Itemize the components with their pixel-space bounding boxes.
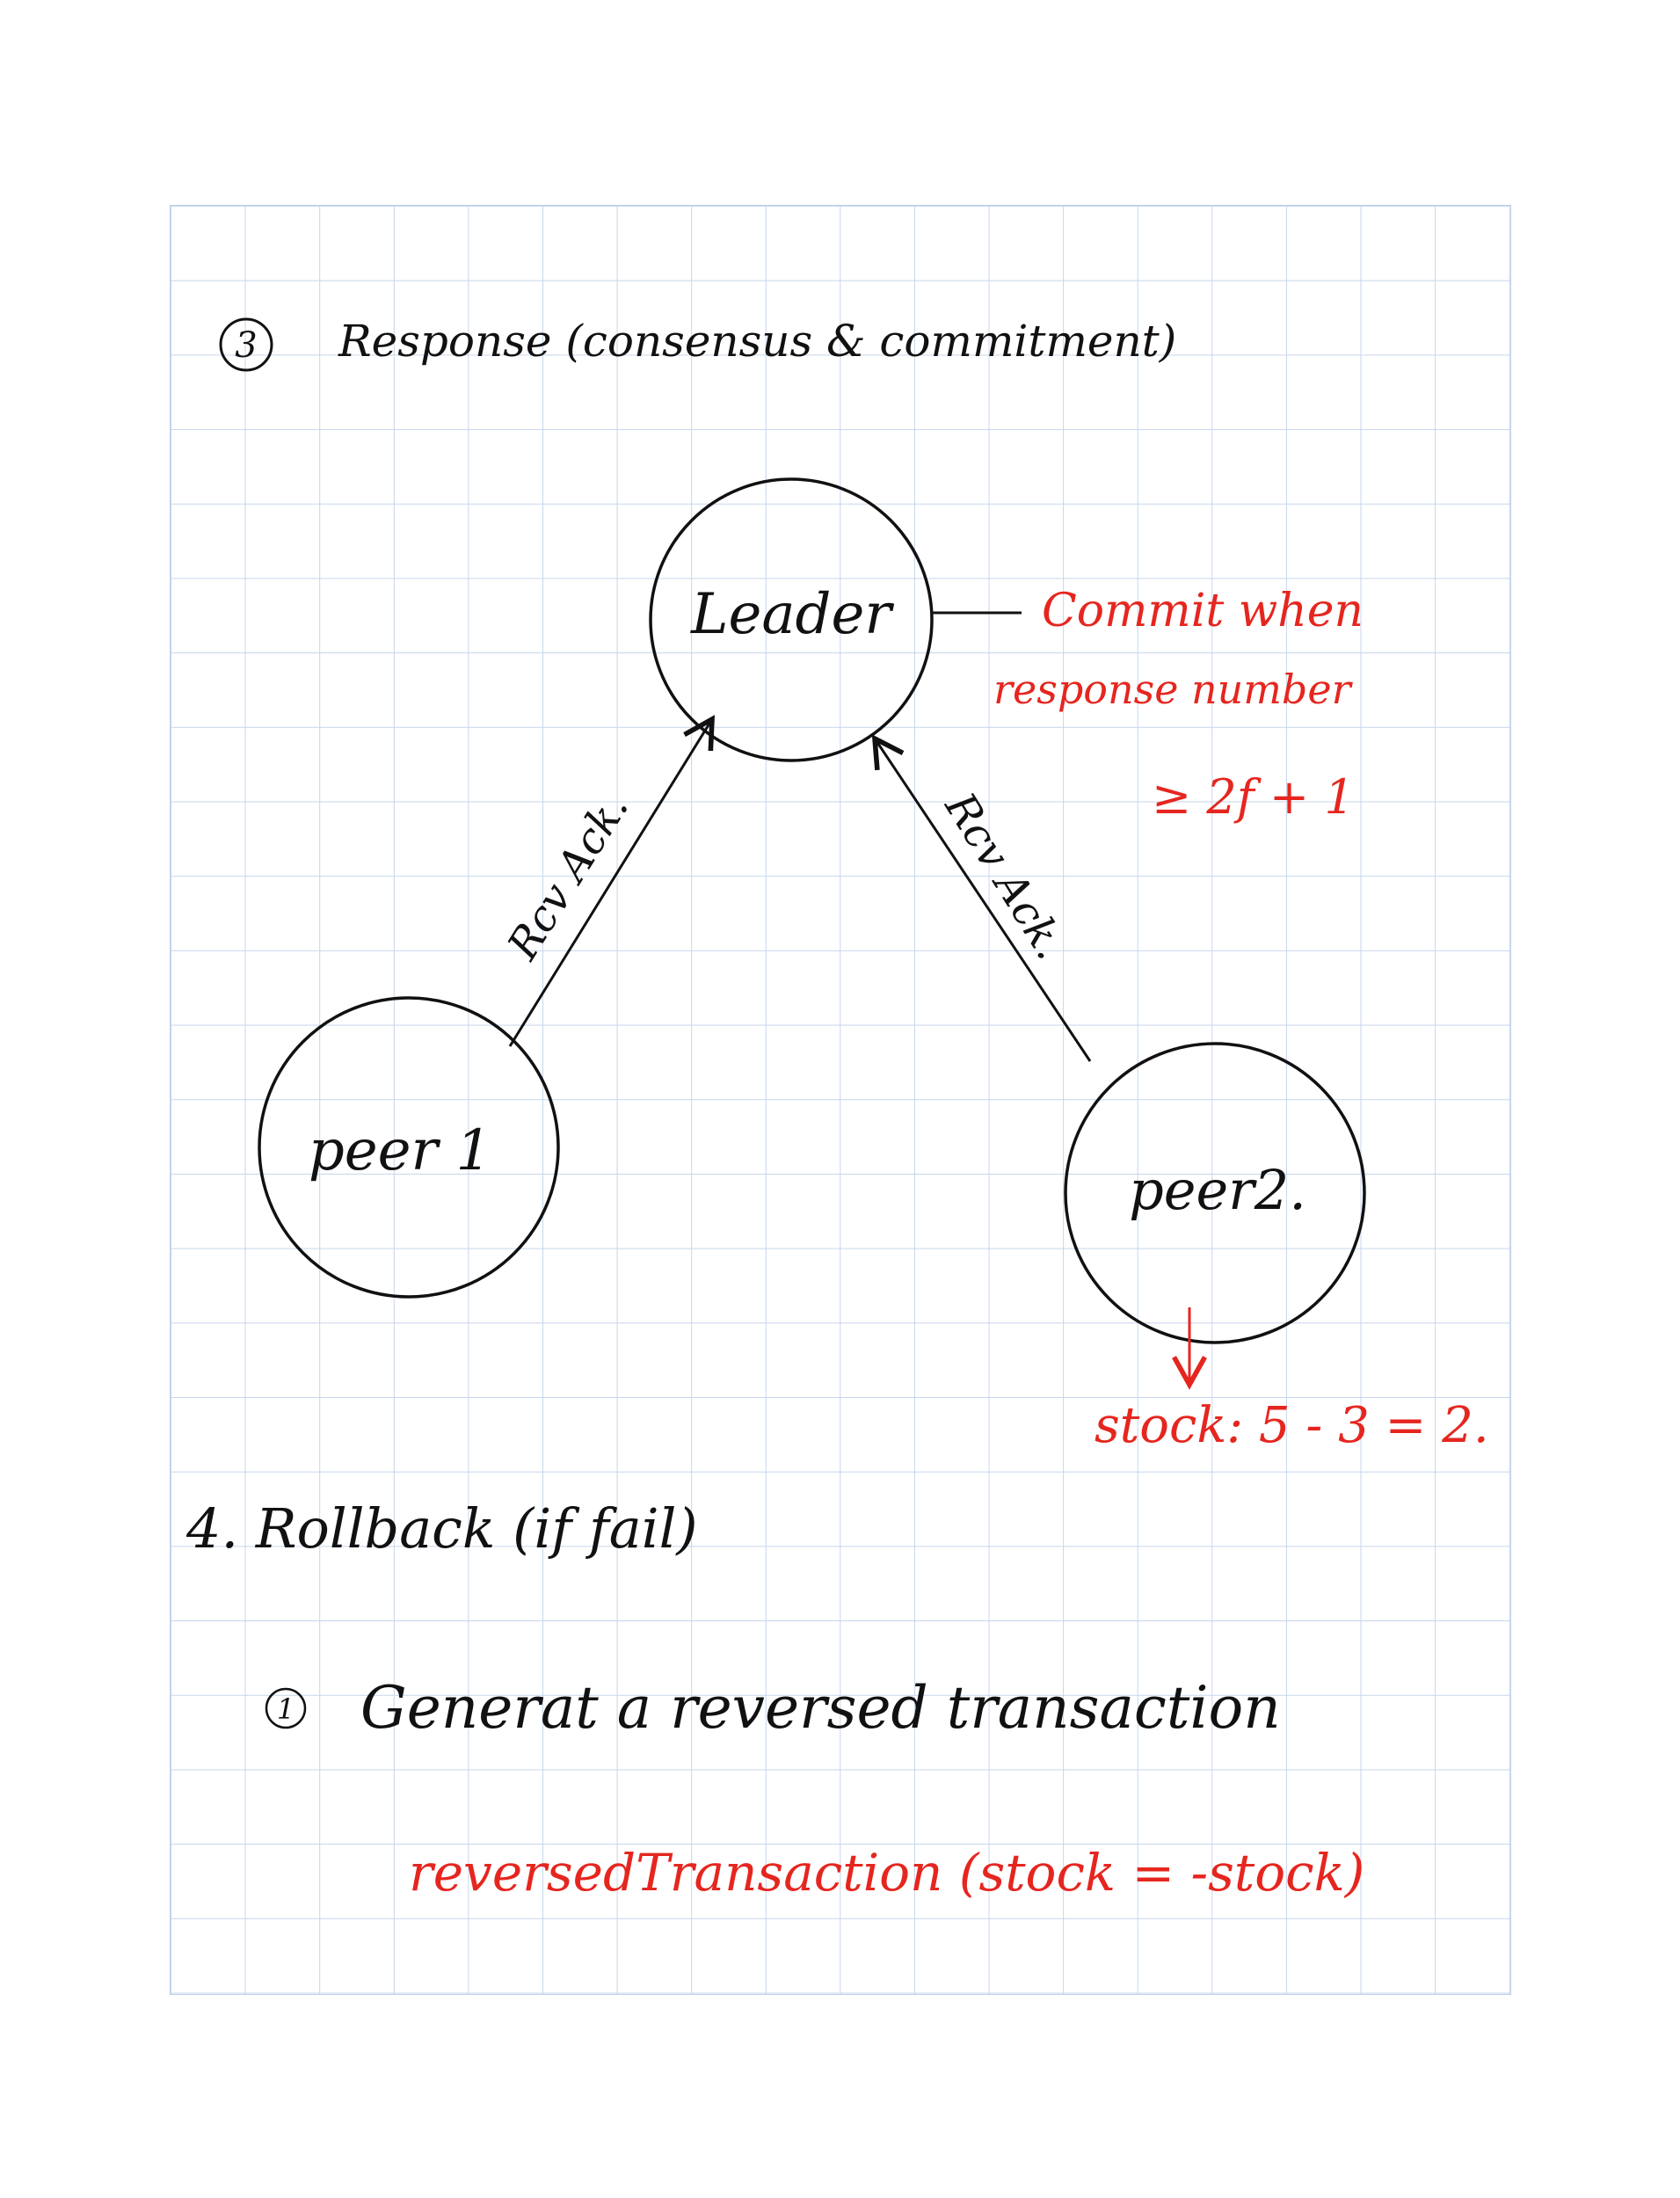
peer1-node bbox=[258, 996, 560, 1299]
commit-note-line2: response number bbox=[993, 666, 1354, 713]
peer2-to-leader-label: Rcv Ack. bbox=[935, 783, 1075, 968]
peer1-to-leader-label: Rcv Ack. bbox=[498, 784, 638, 969]
peer2-to-leader-arrow bbox=[871, 734, 1092, 1062]
section-3-number: 3 bbox=[235, 325, 257, 366]
peer2-node-label: peer2. bbox=[1129, 1158, 1306, 1222]
commit-note-line3: ≥ 2f + 1 bbox=[1152, 769, 1355, 825]
commit-note-line1: Commit when bbox=[1042, 585, 1364, 637]
step-1-number-circle bbox=[265, 1687, 307, 1729]
step-1-text: Generat a reversed transaction bbox=[360, 1674, 1281, 1742]
peer2-node bbox=[1064, 1042, 1366, 1344]
peer1-to-leader-arrow bbox=[508, 715, 716, 1047]
section-4-title: 4. Rollback (if fail) bbox=[185, 1496, 698, 1561]
leader-node bbox=[649, 477, 934, 762]
reversed-transaction-code: reversedTransaction (stock = -stock) bbox=[409, 1843, 1364, 1903]
peer1-node-label: peer 1 bbox=[309, 1118, 491, 1183]
section-3-title: Response (consensus & commitment) bbox=[338, 316, 1176, 367]
section-3-number-circle bbox=[219, 317, 273, 372]
leader-node-label: Leader bbox=[690, 582, 894, 647]
grid-paper-background bbox=[170, 205, 1511, 1995]
step-1-number: 1 bbox=[277, 1692, 295, 1726]
stock-note: stock: 5 - 3 = 2. bbox=[1095, 1397, 1489, 1454]
